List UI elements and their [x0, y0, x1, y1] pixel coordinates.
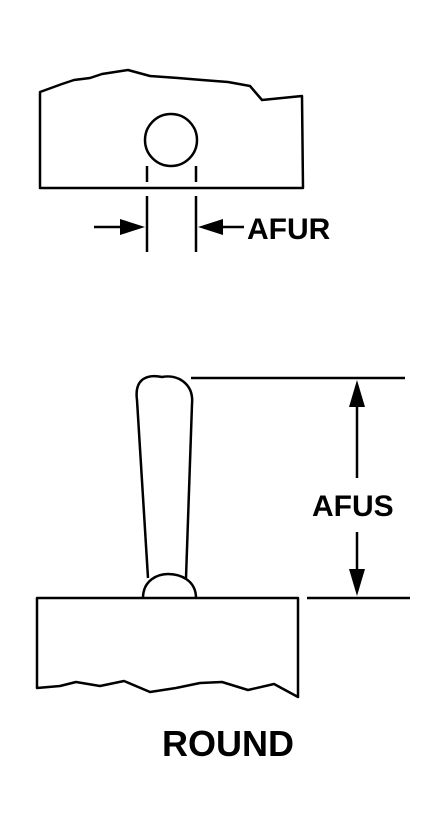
dimension-arrow-up-head	[349, 380, 365, 407]
toggle-tip-circle	[143, 112, 199, 168]
top-dimension-label: AFUR	[247, 213, 331, 246]
dimension-arrow-left-head	[120, 219, 145, 235]
side-dimension-label: AFUS	[312, 490, 394, 523]
top-view-panel	[38, 68, 305, 190]
toggle-lever	[135, 374, 194, 579]
dimension-arrow-down-head	[349, 569, 365, 596]
top-view: AFUR	[38, 68, 331, 252]
dimension-arrow-right-head	[198, 219, 223, 235]
side-view-panel	[35, 596, 300, 699]
pivot-bushing	[141, 572, 198, 599]
caption-label: ROUND	[162, 723, 294, 764]
side-view: AFUS	[35, 374, 410, 699]
